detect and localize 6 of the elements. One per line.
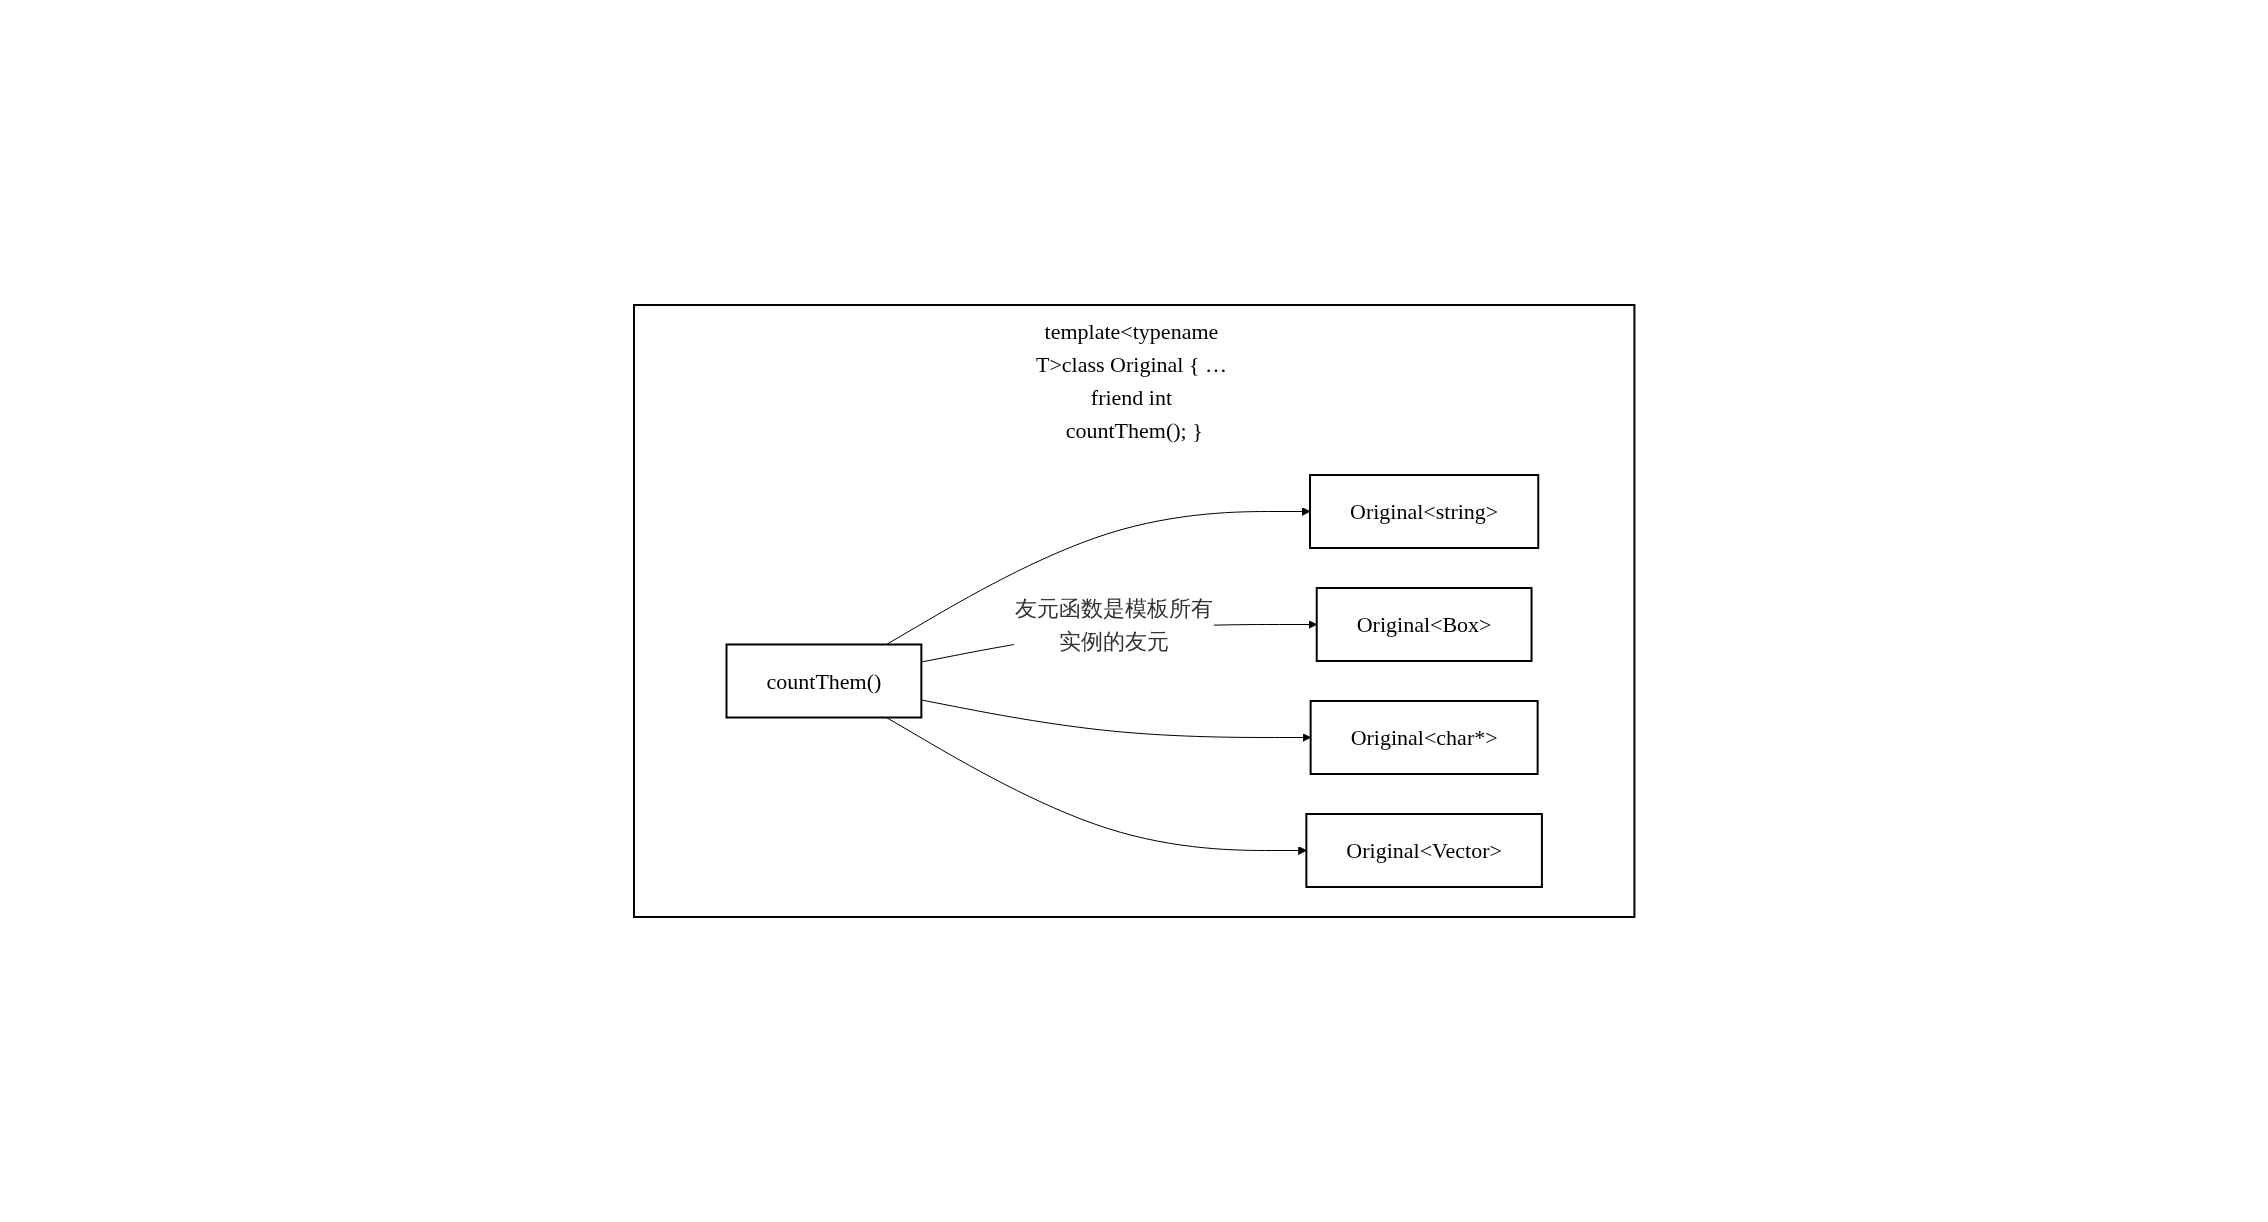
node-box: Original<Box> [1315,587,1533,662]
node-box: Original<string> [1308,474,1540,549]
node-box: Original<Vector> [1305,813,1543,888]
edge-label: 友元函数是模板所有实例的友元 [1014,595,1213,654]
node-box: Original<char*> [1309,700,1539,775]
node-box: countThem() [725,643,923,719]
